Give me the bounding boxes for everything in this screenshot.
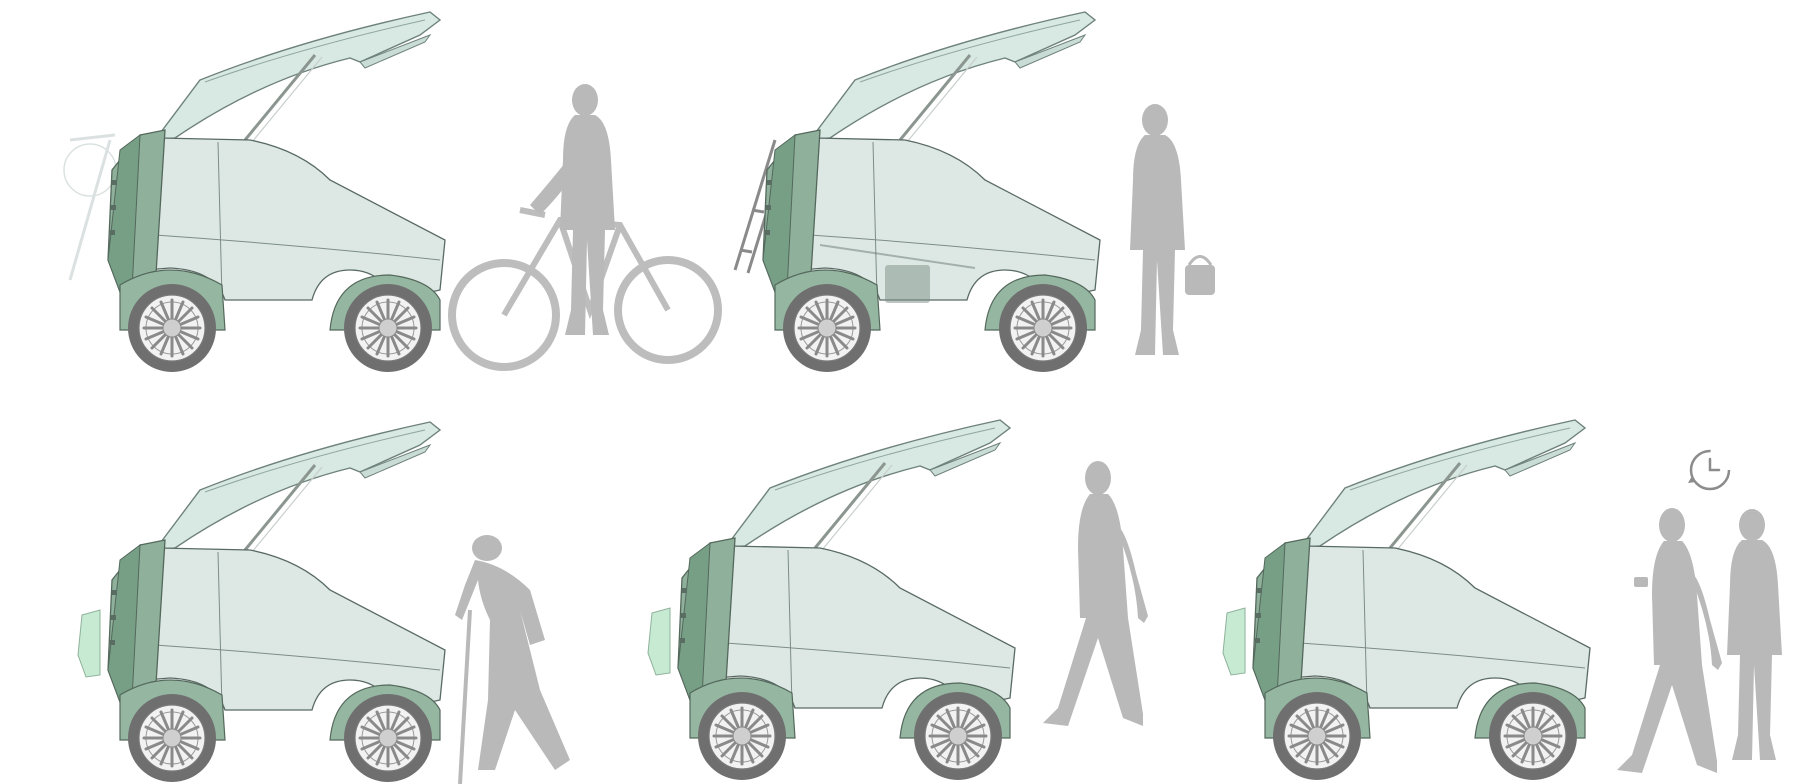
scene-waiting: [1223, 420, 1782, 780]
delivery-pod-vehicle: [108, 12, 445, 372]
person-with-phone-silhouette: [1617, 508, 1722, 773]
person-with-handbag-silhouette: [1130, 104, 1215, 355]
scene-bicycle: [64, 12, 718, 372]
clock-icon: [1688, 451, 1729, 489]
walking-person-silhouette: [1043, 461, 1148, 726]
scene-elderly: [78, 422, 570, 784]
delivery-pod-vehicle: [678, 420, 1015, 780]
scene-ladder: [735, 12, 1215, 372]
delivery-pod-vehicle: [1253, 420, 1590, 780]
delivery-pod-vehicle: [108, 422, 445, 782]
person-with-bicycle-silhouette: [452, 84, 718, 367]
delivery-pod-vehicle: [763, 12, 1100, 372]
second-person-silhouette: [1727, 509, 1782, 760]
elderly-person-with-cane-silhouette: [455, 535, 570, 784]
scene-walking: [648, 420, 1148, 780]
